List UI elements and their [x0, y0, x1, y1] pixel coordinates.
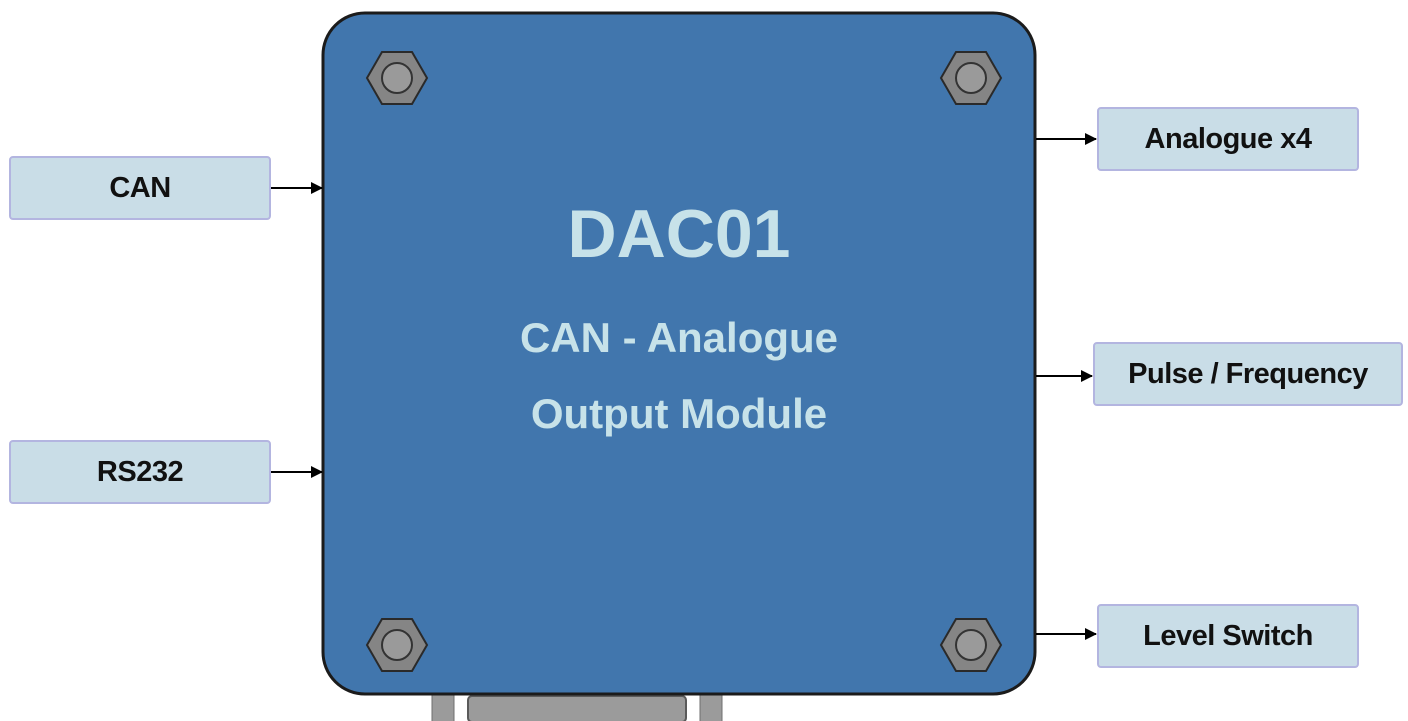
module-subtitle-line1: CAN - Analogue [519, 314, 839, 361]
screw-icon [939, 51, 1003, 105]
screw-icon [365, 618, 429, 672]
output-label-analogue: Analogue x4 [1097, 107, 1359, 171]
output-label-level-switch: Level Switch [1097, 604, 1359, 668]
module-subtitle-line2: Output Module [530, 390, 828, 437]
screw-icon [939, 618, 1003, 672]
input-label-can: CAN [9, 156, 271, 220]
module-title: DAC01 [567, 196, 791, 272]
input-label-rs232: RS232 [9, 440, 271, 504]
screw-icon [365, 51, 429, 105]
output-label-pulse-frequency: Pulse / Frequency [1093, 342, 1403, 406]
bottom-connector [431, 693, 723, 721]
module-body [321, 11, 1037, 696]
